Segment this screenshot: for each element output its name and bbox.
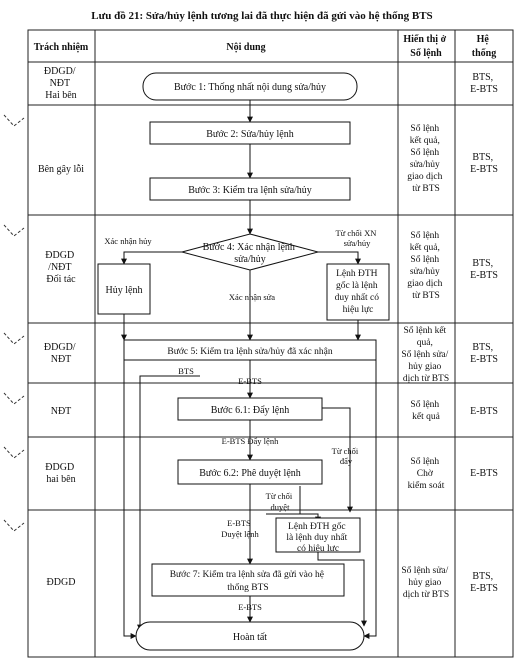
step7-label: Bước 7: Kiểm tra lệnh sửa đã gửi vào hệ … [170,569,327,593]
row7-system: BTS, E-BTS [470,571,498,594]
label-reject-push: Từ chối đẩy [332,446,361,466]
step5-box [123,339,377,361]
row6-system: E-BTS [470,468,498,479]
row3-responsibility: ĐDGD /NĐT Đối tác [45,250,76,285]
row1-system: BTS, E-BTS [470,72,498,95]
keep-order-2-label: Lệnh ĐTH gốc là lệnh duy nhất có hiệu lự… [286,521,349,554]
row6-responsibility: ĐDGD hai bên [45,462,76,485]
label-ebts-1: E-BTS [238,376,262,386]
row2-system: BTS, E-BTS [470,152,498,175]
keep-order-1-label: Lệnh ĐTH gốc là lệnh duy nhất có hiệu lự… [335,269,382,315]
done-terminal [135,621,365,651]
row2-responsibility: Bên gây lỗi [38,164,84,175]
step2-label: Bước 2: Sửa/hủy lệnh [206,129,294,140]
row4-responsibility: ĐDGD/ NĐT [44,342,78,365]
row4-system: BTS, E-BTS [470,342,498,365]
step1-label: Bước 1: Thống nhất nội dung sửa/hủy [174,82,326,93]
cancel-order-box [97,263,151,315]
row5-display: Sổ lệnh kết quả [410,399,441,422]
row6-display: Sổ lệnh Chờ kiểm soát [408,456,445,491]
row1-responsibility: ĐDGD/ NĐT Hai bên [44,66,78,101]
step61-box [177,397,323,421]
label-reject-approve: Từ chối duyệt [266,491,295,512]
step62-label: Bước 6.2: Phê duyệt lệnh [199,468,301,479]
header-content: Nội dung [226,42,265,53]
header-display: Hiển thị ở Sổ lệnh [403,34,448,59]
row7-display: Sổ lệnh sửa/ hủy giao dịch từ BTS [401,565,450,600]
connectors [121,100,377,639]
step4-label: Bước 4: Xác nhận lệnh sửa/hủy [203,242,298,265]
header-system: Hệ thống [472,34,496,59]
label-confirm-edit: Xác nhận sửa [229,292,275,302]
keep-order-box-1 [326,263,390,321]
diagram-title: Lưu đồ 21: Sửa/hủy lệnh tương lai đã thự… [91,10,432,22]
row3-display: Sổ lệnh kết quả, Sổ lệnh sửa/hủy giao dị… [407,230,444,301]
done-label: Hoàn tất [233,632,267,643]
row5-responsibility: NĐT [51,406,72,417]
step2-box [149,121,351,145]
label-reject-confirm: Từ chối XN sửa/hủy [335,228,378,248]
header-responsibility: Trách nhiệm [34,42,89,53]
row-markers [3,114,25,532]
step7-box [151,563,345,597]
table-grid [27,29,514,658]
row7-responsibility: ĐDGD [47,577,76,588]
step61-label: Bước 6.1: Đẩy lệnh [211,405,289,416]
step3-box [149,177,351,201]
step62-box [177,459,323,485]
label-ebts-approve: E-BTS Duyệt lệnh [221,518,259,539]
row3-system: BTS, E-BTS [470,258,498,281]
step4-decision [180,233,320,271]
row5-system: E-BTS [470,406,498,417]
label-confirm-cancel: Xác nhận hủy [104,236,152,246]
label-ebts-2: E-BTS [238,602,262,612]
keep-order-box-2 [275,517,361,553]
row4-display: Sổ lệnh kết quả, Sổ lệnh sửa/ hủy giao d… [401,325,450,384]
shapes [97,72,390,651]
step3-label: Bước 3: Kiểm tra lệnh sửa/hủy [188,185,312,196]
row2-display: Sổ lệnh kết quả, Sổ lệnh sửa/hủy giao dị… [407,123,444,194]
cancel-order-label: Hủy lệnh [106,285,143,296]
step1-terminal [142,72,358,101]
label-ebts-push: E-BTS Đẩy lệnh [222,436,279,446]
label-bts: BTS [178,366,194,376]
step5-label: Bước 5: Kiểm tra lệnh sửa/hủy đã xác nhậ… [167,346,332,357]
